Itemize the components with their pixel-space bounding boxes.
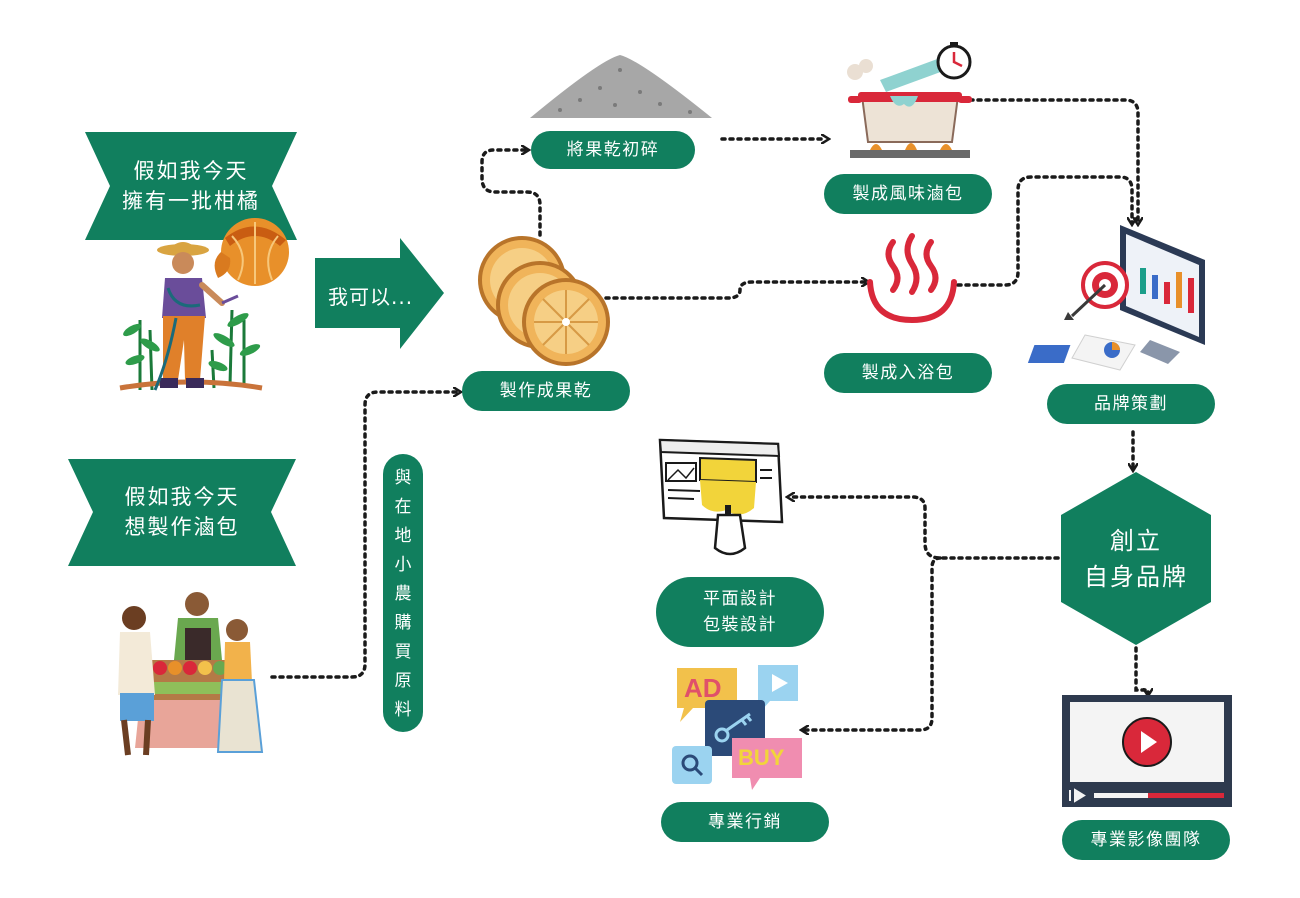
hot-spring-icon [867,233,957,324]
tangerine-illustration [214,218,289,286]
hexagon-label: 創立 自身品牌 [1084,527,1188,591]
connectors [270,98,1148,730]
step-design: 平面設計 包裝設計 [656,577,824,647]
connector-market-to-fruit [270,392,458,679]
banner-top-label: 假如我今天 擁有一批柑橘 [122,159,260,213]
connector-pot-to-brand [968,98,1138,222]
connector-fruit-to-bath [604,282,866,300]
big-arrow-shape [315,238,444,349]
step-crush: 將果乾初碎 [531,131,695,169]
buy-text: BUY [738,745,785,770]
step-marinade: 製成風味滷包 [824,174,992,214]
marketing-illustration [672,665,802,790]
banner-bottom-label: 假如我今天 想製作滷包 [124,485,240,539]
video-player-illustration [1062,695,1232,807]
dried-fruit-illustration [478,236,610,366]
vertical-label-local-farmers: 與在地小農購買原料 [383,454,423,732]
vertical-label-text: 與在地小農購買原料 [394,468,412,720]
connector-fruit-to-crush [480,150,542,237]
connector-hex-to-design [790,497,1060,560]
banner-top-shape [85,132,297,240]
hexagon-shape [1061,472,1211,645]
step-marketing: 專業行銷 [661,802,829,842]
graphic-design-illustration [658,438,784,556]
connector-hex-to-video [1134,646,1148,693]
market-illustration [118,592,264,756]
farmer-illustration [119,242,263,391]
connector-bath-to-brand [956,175,1132,287]
big-arrow-label: 我可以... [328,285,414,309]
powder-pile-illustration [530,55,712,118]
step-brand-plan: 品牌策劃 [1047,384,1215,424]
step-dried-fruit: 製作成果乾 [462,371,630,411]
ad-text: AD [684,673,722,703]
connector-hex-to-marketing [804,556,942,730]
step-video: 專業影像團隊 [1062,820,1230,860]
step-bath: 製成入浴包 [824,353,992,393]
banner-bottom-shape [68,459,296,566]
brand-planning-illustration [1027,225,1205,371]
cooking-pot-illustration [847,42,972,158]
